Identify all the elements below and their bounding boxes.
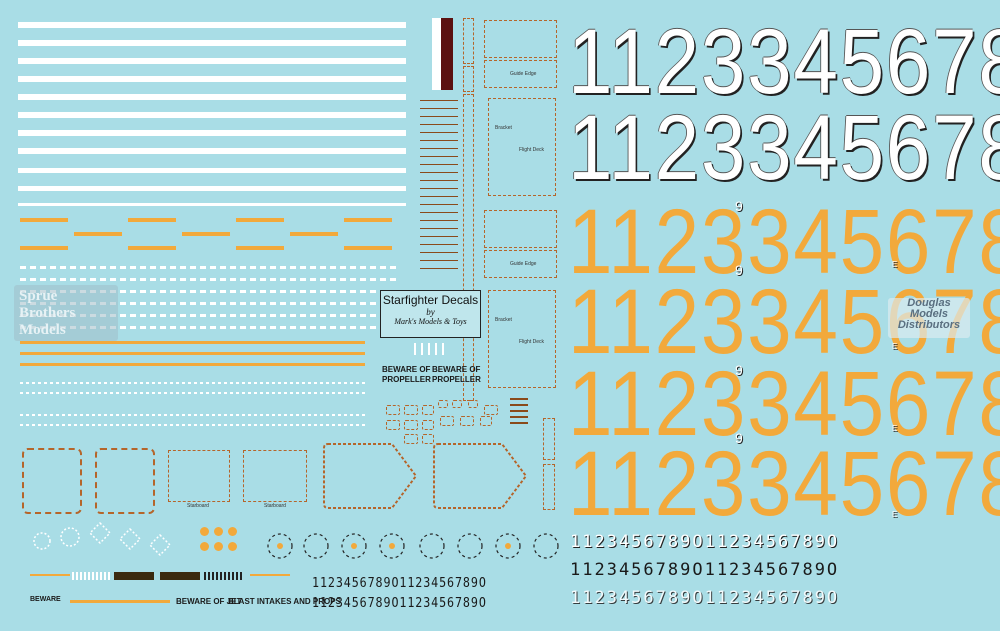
corner-mark-2: E (892, 342, 898, 351)
tiny-digit-row-2: 1123456789O1123456789O (312, 596, 487, 611)
sprue-watermark-text: Sprue Brothers Models (19, 288, 76, 338)
white-tick-marks (414, 343, 444, 355)
arrow-panel-1 (323, 443, 418, 509)
corner-mark-3: E (892, 424, 898, 433)
small-nine-4: 9 (735, 430, 743, 446)
starfighter-logo: Starfighter Decals by Mark's Models & To… (380, 290, 481, 338)
orange-digits-row-4: 1123345678O (568, 433, 1000, 535)
panel-flight-deck-1: Bracket Flight Deck (488, 98, 556, 196)
blast-intakes-props: BLAST INTAKES AND PROPS (228, 597, 341, 606)
dark-red-bar (441, 18, 453, 90)
flight-deck-label: Flight Deck (519, 339, 545, 345)
douglas-line2: Models (910, 308, 948, 320)
starboard-panel-2: Starboard (243, 450, 307, 509)
douglas-logo: Douglas Models Distributors (888, 298, 970, 338)
white-digits-row-2: 1123345678O (568, 97, 1000, 199)
orange-digits-row-3: 1123345678O (568, 353, 1000, 455)
sprue-watermark: Sprue Brothers Models (14, 285, 118, 341)
beware-small: BEWARE (30, 596, 61, 603)
beware-of-jet: BEWARE OF JET (176, 597, 242, 606)
guide-edge-label: Guide Edge (510, 71, 537, 77)
small-white-digit-row-2: 1123456789O1123456789O (570, 588, 840, 608)
panel-guide-edge-2: Guide Edge (484, 250, 557, 278)
starfighter-by: by (426, 307, 435, 317)
brown-line-stack (420, 100, 458, 276)
small-white-digit-row-1: 1123456789O1123456789O (570, 532, 840, 552)
guide-edge-label: Guide Edge (510, 261, 537, 267)
narrow-panel-5 (543, 464, 555, 510)
white-reticle-marks (33, 521, 172, 557)
beware-propeller-2: BEWARE OF PROPELLER (432, 365, 481, 385)
flight-deck-label: Flight Deck (519, 147, 545, 153)
propeller-line: PROPELLER (432, 375, 481, 384)
douglas-line1: Douglas (907, 297, 951, 309)
starboard-label: Starboard (187, 503, 209, 509)
narrow-panel-3 (463, 94, 474, 401)
propeller-line: PROPELLER (382, 375, 431, 384)
bracket-label: Bracket (495, 125, 512, 131)
starfighter-title: Starfighter Decals (382, 293, 479, 307)
corner-mark-1: E (892, 260, 898, 269)
starboard-panel-1: Starboard (168, 450, 230, 509)
small-nine-3: 9 (735, 362, 743, 378)
beware-line: BEWARE OF (432, 365, 481, 374)
panel-top-2 (484, 210, 557, 248)
large-panel-1 (22, 448, 82, 514)
white-digits-row-1: 1123345678O (568, 11, 1000, 113)
corner-mark-4: E (892, 510, 898, 519)
narrow-panel-4 (543, 418, 555, 460)
starboard-label: Starboard (264, 503, 286, 509)
beware-line: BEWARE OF (382, 365, 431, 374)
douglas-line3: Distributors (897, 319, 961, 331)
bracket-label: Bracket (495, 317, 512, 323)
white-bar-tall (432, 18, 441, 90)
panel-guide-edge-1: Guide Edge (484, 60, 557, 88)
small-warning-labels (30, 570, 350, 610)
narrow-panel-1 (463, 18, 474, 64)
arrow-panel-2 (433, 443, 528, 509)
orange-digits-row-1: 1123345678O (568, 191, 1000, 293)
dashed-circle-row (267, 533, 559, 559)
small-nine-1: 9 (735, 198, 743, 214)
small-black-digit-row: 1123456789O1123456789O (570, 560, 840, 580)
beware-propeller-1: BEWARE OF PROPELLER (382, 365, 431, 385)
brown-ladder-marks (510, 398, 528, 428)
large-panel-2 (95, 448, 155, 514)
panel-flight-deck-2: Bracket Flight Deck (488, 290, 556, 388)
narrow-panel-2 (463, 66, 474, 92)
small-nine-2: 9 (735, 262, 743, 278)
tiny-digit-row-1: 1123456789O1123456789O (312, 576, 487, 591)
starfighter-sub: Mark's Models & Toys (394, 317, 467, 326)
panel-top-1 (484, 20, 557, 58)
